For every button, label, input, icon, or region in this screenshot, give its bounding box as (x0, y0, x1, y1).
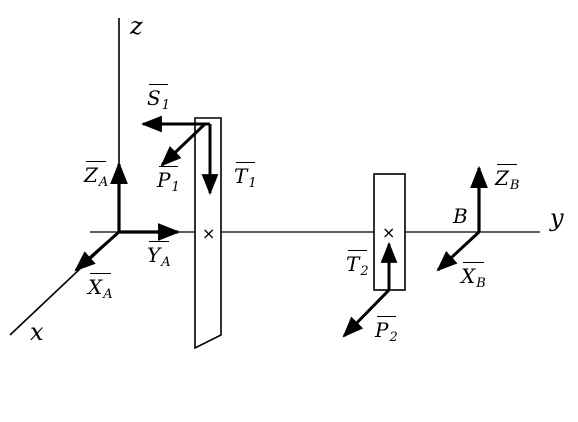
force-arrow-p2 (342, 288, 391, 338)
label-t2: T2 (346, 250, 369, 279)
label-xa: XA (88, 273, 113, 302)
y-axis-label: y (550, 204, 564, 232)
label-p2: P2 (375, 316, 398, 345)
label-za: ZA (84, 161, 109, 190)
label-ya: YA (147, 241, 171, 270)
force-arrow-p1 (160, 122, 207, 167)
pulley-2-center-mark: × (382, 223, 395, 242)
force-arrow-xb (436, 230, 481, 272)
label-t1: T1 (234, 162, 257, 191)
label-zb: ZB (495, 164, 520, 193)
force-arrow-xa (74, 230, 120, 272)
z-axis-label: z (130, 12, 143, 40)
x-axis-label: x (30, 318, 44, 346)
pulley-1-center-mark: × (202, 224, 215, 243)
label-s1: S1 (147, 84, 170, 113)
point-b-label: B (453, 204, 468, 228)
label-xb: XB (461, 262, 486, 291)
label-p1: P1 (157, 166, 180, 195)
